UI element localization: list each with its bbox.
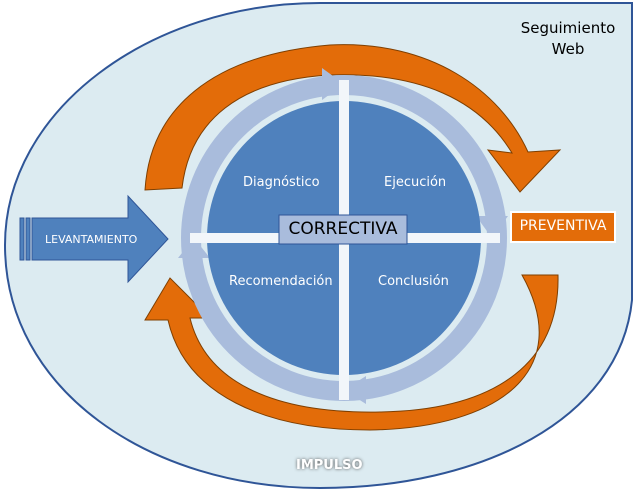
- levantamiento-label: LEVANTAMIENTO: [45, 233, 138, 246]
- preventiva-label: PREVENTIVA: [519, 218, 607, 234]
- title: Seguimiento Web: [520, 18, 616, 60]
- quadrant-recomendacion: Recomendación: [229, 274, 333, 289]
- title-line-2: Web: [551, 40, 585, 58]
- quadrant-ejecucion: Ejecución: [384, 175, 447, 190]
- impulso-logo: IMPULSO: [296, 458, 363, 473]
- ring-arrowhead-right: [476, 216, 508, 238]
- correctiva-box: [278, 214, 408, 245]
- bottom-cycle-arrow: [144, 274, 559, 431]
- top-cycle-arrow: [144, 44, 562, 193]
- preventiva-box: [510, 211, 616, 243]
- quadrant-conclusion: Conclusión: [378, 274, 449, 289]
- ring-arrowhead-bottom: [344, 376, 366, 404]
- title-line-1: Seguimiento: [520, 19, 616, 37]
- ring-arrowhead-left: [178, 238, 210, 258]
- center-label: CORRECTIVA: [288, 219, 398, 239]
- input-arrow: [19, 194, 169, 284]
- ring-arrowhead-top: [322, 68, 344, 100]
- quadrant-diagnostico: Diagnóstico: [243, 175, 320, 190]
